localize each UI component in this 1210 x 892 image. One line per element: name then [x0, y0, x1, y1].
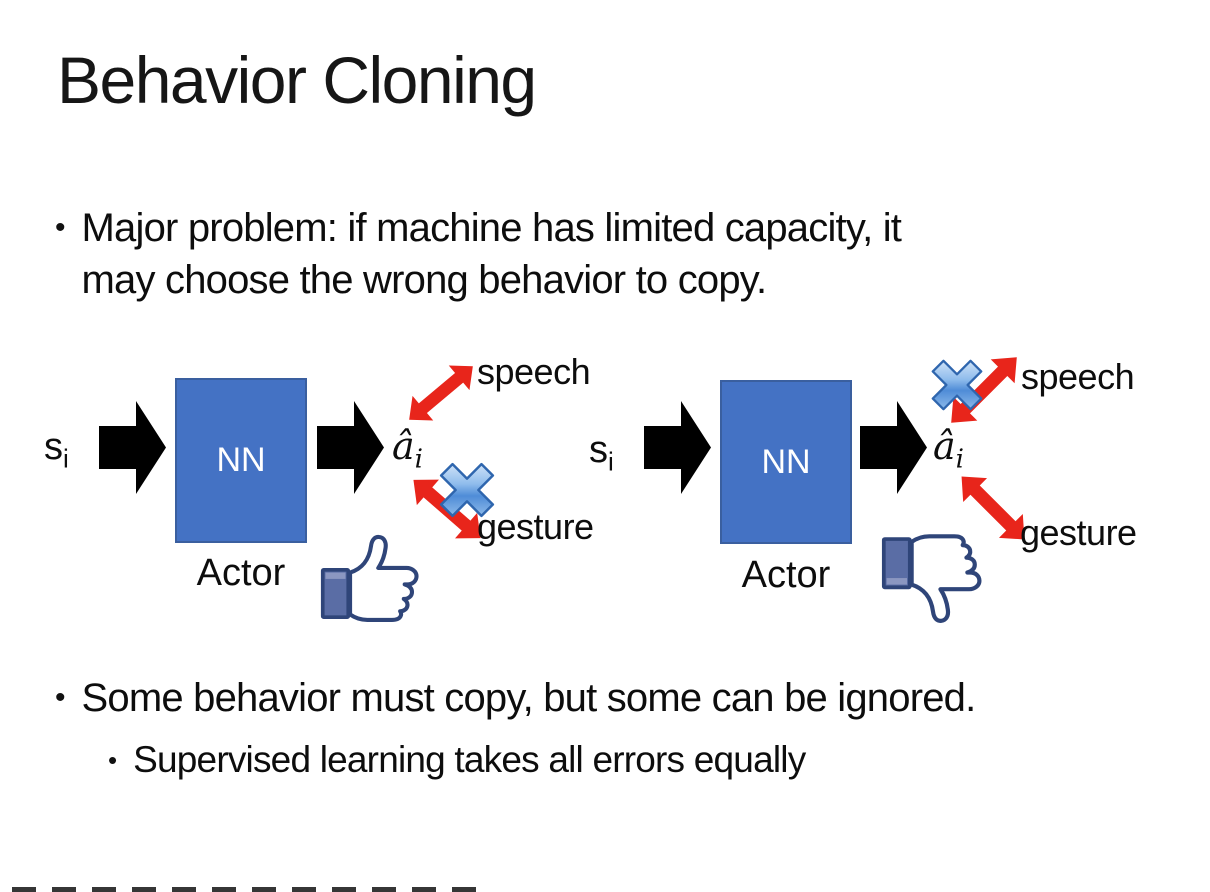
bottom-cropped-dashes [12, 887, 490, 892]
left-input-label: si [44, 426, 69, 474]
left-output-arrow-icon [317, 399, 384, 496]
right-input-label: si [589, 429, 614, 477]
bullet-marker: • [55, 681, 66, 714]
right-gesture-double-arrow-icon [945, 460, 1041, 556]
bullet-some-behavior: • Some behavior must copy, but some can … [55, 672, 1155, 724]
right-speech-label: speech [1021, 356, 1135, 397]
left-gesture-label: gesture [477, 506, 594, 547]
right-nn-box: NN [720, 380, 852, 544]
left-nn-box: NN [175, 378, 307, 543]
left-speech-label: speech [477, 351, 591, 392]
bullet-major-problem: • Major problem: if machine has limited … [55, 202, 1115, 306]
right-cross-out-icon [928, 356, 986, 414]
right-input-arrow-icon [644, 399, 711, 496]
left-output-label: âi [392, 424, 423, 475]
left-input-arrow-icon [99, 399, 166, 496]
bullet-line-2: may choose the wrong behavior to copy. [81, 258, 768, 302]
bullet-marker: • [55, 211, 66, 244]
bullet-some-behavior-text: Some behavior must copy, but some can be… [81, 676, 977, 720]
thumbs-down-icon [881, 531, 985, 627]
bullet-line-1: Major problem: if machine has limited ca… [81, 206, 902, 250]
page-title: Behavior Cloning [57, 43, 537, 117]
left-actor-label: Actor [196, 552, 286, 594]
right-gesture-label: gesture [1020, 512, 1137, 553]
bullet-supervised-learning-text: Supervised learning takes all errors equ… [133, 739, 806, 780]
right-nn-label: NN [761, 442, 811, 481]
bullet-supervised-learning: • Supervised learning takes all errors e… [108, 736, 806, 784]
bullet-major-problem-text: Major problem: if machine has limited ca… [82, 202, 902, 306]
left-nn-label: NN [216, 441, 266, 479]
bullet-marker: • [108, 745, 118, 775]
thumbs-up-icon [320, 531, 422, 625]
left-speech-double-arrow-icon [395, 349, 488, 436]
left-cross-out-icon [436, 459, 498, 521]
right-output-label: âi [933, 424, 964, 475]
right-output-arrow-icon [860, 399, 927, 496]
right-actor-label: Actor [741, 554, 831, 596]
